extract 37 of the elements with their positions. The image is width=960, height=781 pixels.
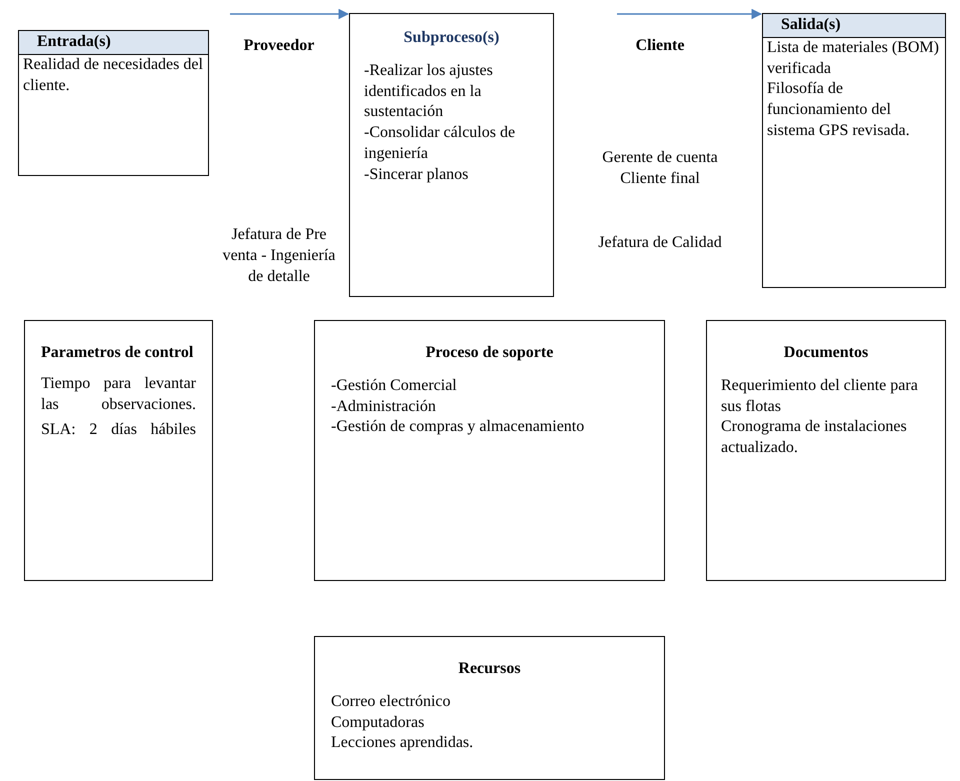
box-heading: Documentos	[782, 343, 870, 363]
process-box	[314, 320, 665, 581]
arrow	[230, 8, 350, 20]
box-heading: Subproceso(s)	[402, 28, 500, 48]
column-text: Jefatura de Pre venta - Ingeniería de detalle	[222, 225, 336, 287]
box-text: Lista de materiales (BOM) verificada	[766, 38, 940, 79]
box-text: Computadoras	[331, 712, 426, 733]
box-text: Correo electrónico	[331, 692, 452, 712]
box-heading: Parametros de control	[41, 343, 194, 363]
box-text: -Gestión Comercial	[331, 376, 458, 396]
box-heading: Recursos	[457, 659, 522, 679]
box-text: SLA: 2 días hábiles	[41, 420, 196, 440]
arrow	[617, 8, 762, 20]
process-box	[349, 13, 554, 297]
process-box	[314, 636, 665, 780]
column-text: Gerente de cuenta Cliente final	[601, 148, 719, 189]
box-text: Filosofía de funcionamiento del sistema GPS revisada.	[766, 79, 911, 141]
box-text: Requerimiento del cliente para sus flotas	[721, 376, 919, 417]
column-text: Jefatura de Calidad	[597, 233, 723, 253]
process-box	[762, 13, 946, 288]
box-text: -Realizar los ajustes identificados en la sustentación	[364, 60, 494, 122]
box-text: Lecciones aprendidas.	[331, 733, 474, 754]
column-heading: Cliente	[634, 36, 686, 56]
box-text: -Gestión de compras y almacenamiento	[331, 417, 586, 438]
box-text: -Administración	[331, 396, 437, 417]
process-box	[18, 30, 209, 176]
box-text: -Sincerar planos	[364, 164, 470, 185]
process-box	[706, 320, 946, 581]
box-heading: Proceso de soporte	[424, 343, 554, 363]
box-text: -Consolidar cálculos de ingeniería	[364, 123, 516, 164]
box-heading: Salida(s)	[763, 14, 945, 38]
box-heading: Entrada(s)	[19, 31, 208, 55]
box-text: Realidad de necesidades del cliente.	[22, 54, 204, 96]
box-text: Cronograma de instalaciones actualizado.	[721, 417, 908, 458]
box-text: Tiempo para levantar las observaciones.	[41, 374, 196, 415]
process-box	[24, 320, 213, 581]
column-heading: Proveedor	[242, 36, 316, 56]
